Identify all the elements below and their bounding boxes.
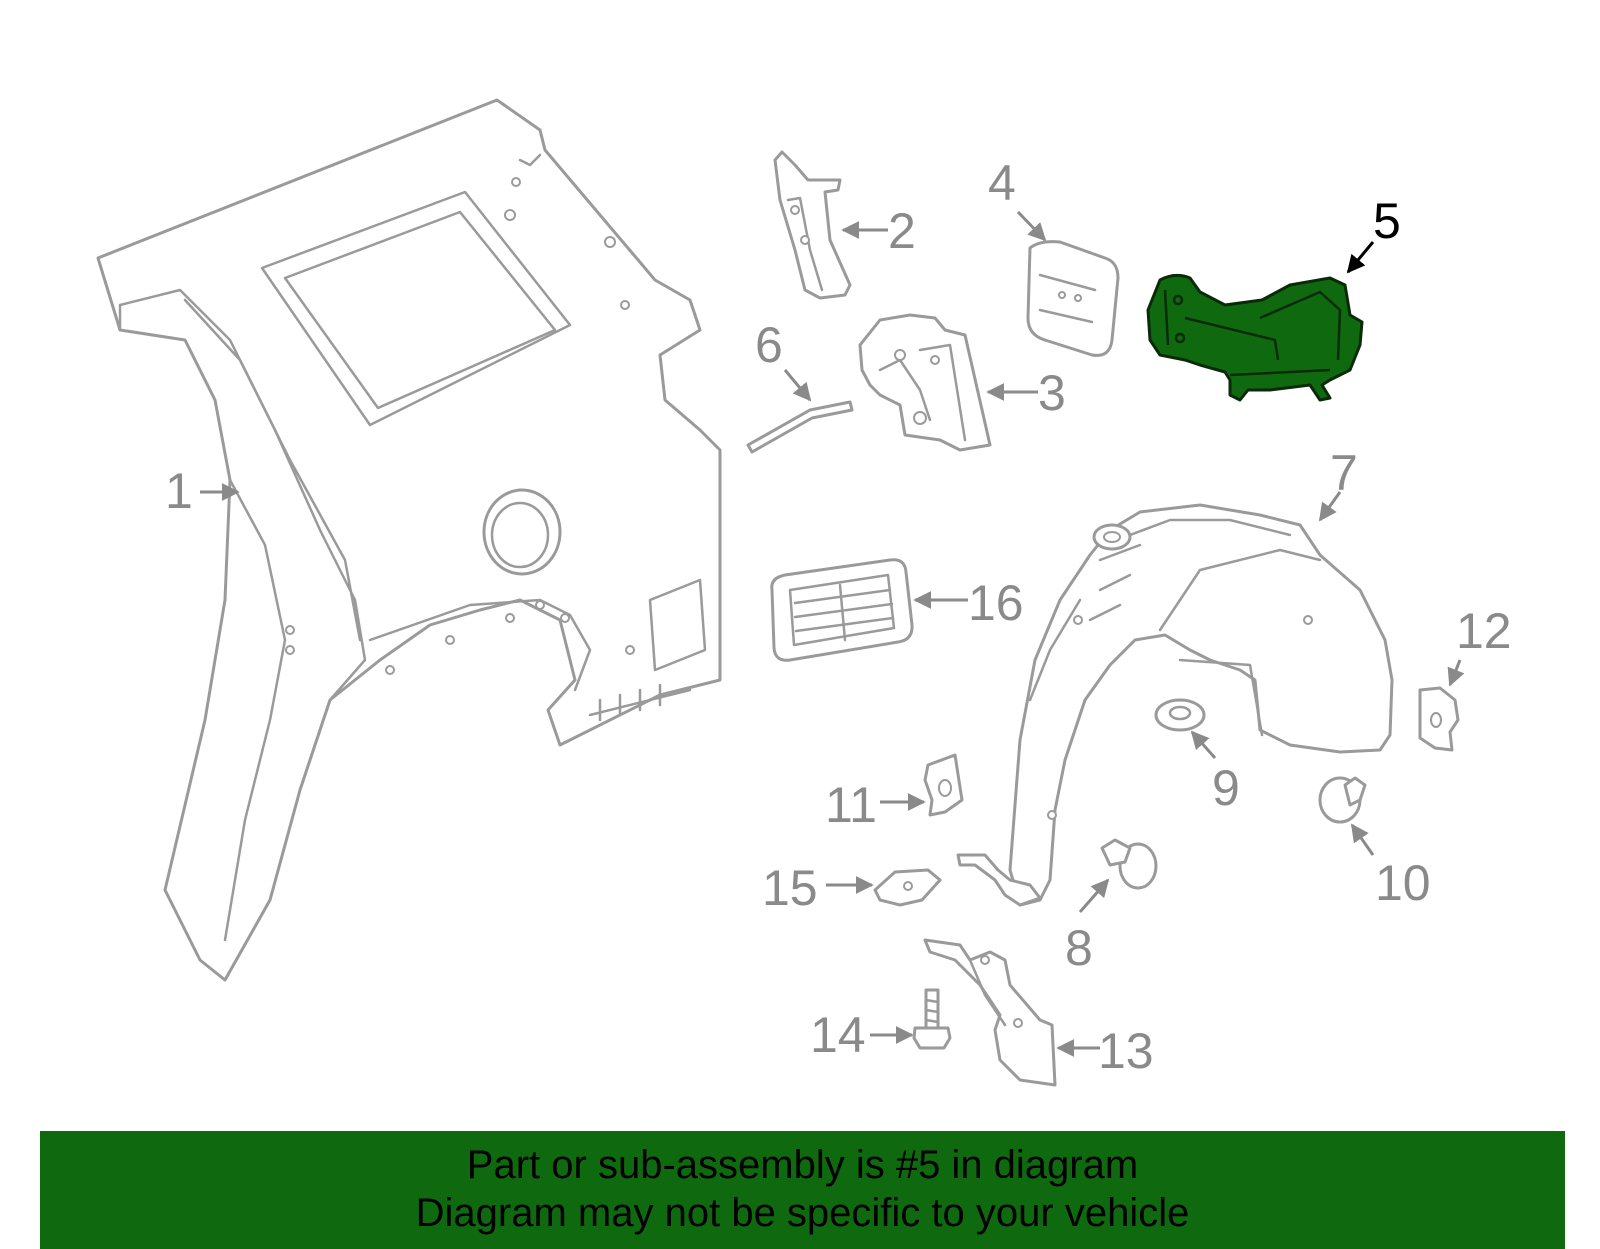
part-11-clip[interactable] — [923, 753, 964, 817]
callout-12: 12 — [1456, 603, 1512, 659]
info-banner: Part or sub-assembly is #5 in diagram Di… — [40, 1131, 1565, 1249]
part-2-bracket[interactable] — [773, 150, 852, 300]
callout-5: 5 — [1373, 193, 1401, 249]
callout-6: 6 — [755, 317, 783, 373]
part-16-vent[interactable] — [770, 558, 914, 662]
part-4-fuel-door[interactable] — [1026, 240, 1120, 357]
callout-15: 15 — [762, 860, 818, 916]
part-5-fuel-filler-housing[interactable] — [1146, 273, 1364, 402]
callout-3: 3 — [1038, 365, 1066, 421]
callout-9: 9 — [1212, 760, 1240, 816]
callout-4: 4 — [988, 155, 1016, 211]
part-14-bolt[interactable] — [912, 988, 952, 1050]
callout-14: 14 — [810, 1007, 866, 1063]
part-13-splash-shield[interactable] — [923, 938, 1057, 1087]
part-1-quarter-panel[interactable] — [96, 98, 722, 982]
callout-1: 1 — [165, 463, 193, 519]
part-15-nut-clip[interactable] — [873, 868, 942, 907]
callout-labels: 1 2 3 4 5 6 7 8 9 10 11 12 13 14 15 16 — [165, 155, 1512, 1079]
banner-line-1: Part or sub-assembly is #5 in diagram — [466, 1143, 1139, 1187]
part-3-housing[interactable] — [858, 313, 992, 452]
leader-lines — [200, 210, 1465, 1057]
callout-13: 13 — [1098, 1023, 1154, 1079]
callout-10: 10 — [1375, 855, 1431, 911]
part-6-strip[interactable] — [746, 400, 854, 454]
callout-7: 7 — [1330, 445, 1358, 501]
banner-line-2: Diagram may not be specific to your vehi… — [415, 1191, 1190, 1235]
part-7-wheelhouse-liner[interactable] — [956, 503, 1394, 907]
part-9-grommet[interactable] — [1154, 698, 1206, 732]
callout-2: 2 — [888, 203, 916, 259]
part-10-push-clip[interactable] — [1318, 776, 1367, 824]
part-8-push-clip[interactable] — [1100, 838, 1158, 890]
callout-11: 11 — [825, 777, 877, 833]
callout-16: 16 — [968, 575, 1024, 631]
callout-8: 8 — [1065, 920, 1093, 976]
part-12-clip[interactable] — [1418, 686, 1460, 752]
